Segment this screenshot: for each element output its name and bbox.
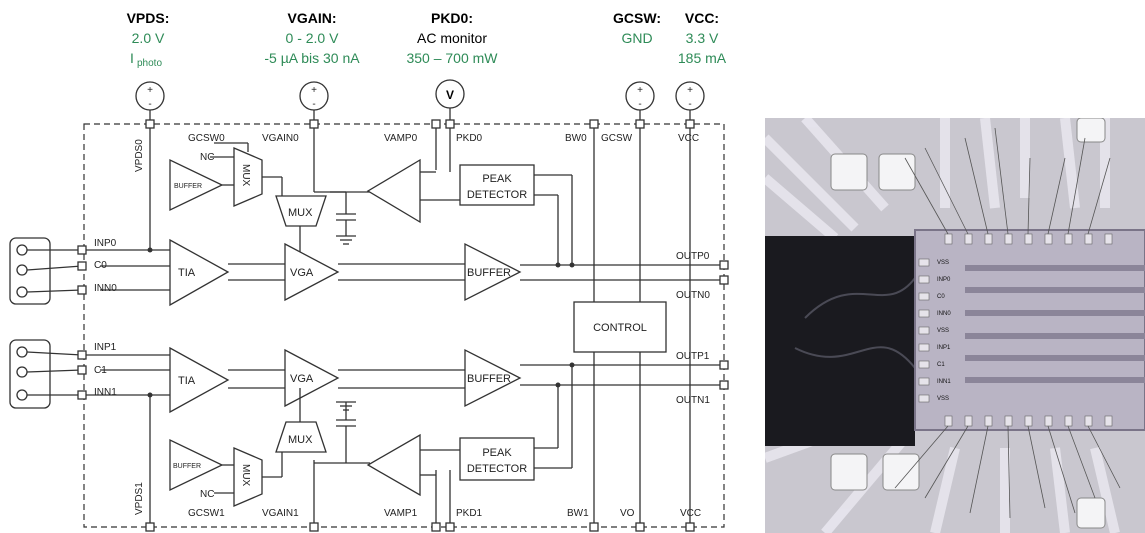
svg-text:-: - xyxy=(312,99,315,110)
pin-vo: VO xyxy=(620,508,635,519)
amp-vamp0 xyxy=(368,160,420,222)
vpds-current-subscript: photo xyxy=(137,58,162,69)
pin-pkd0: PKD0 xyxy=(456,133,483,144)
vcc-current: 185 mA xyxy=(678,50,727,66)
svg-text:+: + xyxy=(147,85,153,96)
pkd0-label: PKD0: xyxy=(431,10,473,26)
photodiode-connector-1 xyxy=(10,340,86,408)
pin-inn0: INN0 xyxy=(94,283,117,294)
chip-label-inp1: INP1 xyxy=(937,345,951,351)
pin-vgain1: VGAIN1 xyxy=(262,508,299,519)
pin-bw1: BW1 xyxy=(567,508,589,519)
pkd0-power: 350 – 700 mW xyxy=(406,50,498,66)
pin-vgain0: VGAIN0 xyxy=(262,133,299,144)
header-vcc: VCC: 3.3 V 185 mA xyxy=(678,10,727,66)
chip-label-inn0: INN0 xyxy=(937,311,951,317)
svg-text:-: - xyxy=(148,99,151,110)
svg-text:+: + xyxy=(687,85,693,96)
pin-vpds1: VPDS1 xyxy=(134,482,145,515)
svg-text:+: + xyxy=(311,85,317,96)
chip-label-inp0: INP0 xyxy=(937,277,951,283)
svg-text:VGA: VGA xyxy=(290,373,314,385)
chip-micrograph: VSS INP0 C0 INN0 VSS INP1 C1 INN1 VSS xyxy=(765,118,1145,533)
voltmeter-icon: V xyxy=(436,80,464,120)
svg-text:MUX: MUX xyxy=(240,464,251,487)
pin-gcsw1: GCSW1 xyxy=(188,508,225,519)
vpds-source-icon: + - xyxy=(136,82,164,120)
svg-text:MUX: MUX xyxy=(288,434,313,446)
chip-label-inn1: INN1 xyxy=(937,379,951,385)
svg-text:-: - xyxy=(688,99,691,110)
svg-text:DETECTOR: DETECTOR xyxy=(467,189,527,201)
svg-text:PEAK: PEAK xyxy=(482,173,512,185)
gcsw-value: GND xyxy=(621,30,652,46)
pin-outp0: OUTP0 xyxy=(676,251,710,262)
svg-text:BUFFER: BUFFER xyxy=(467,267,511,279)
pin-vamp1: VAMP1 xyxy=(384,508,418,519)
svg-text:VGA: VGA xyxy=(290,267,314,279)
svg-text:MUX: MUX xyxy=(288,207,313,219)
chip-label-c1: C1 xyxy=(937,362,945,368)
vpds-label: VPDS: xyxy=(127,10,170,26)
chip-label-vss-2: VSS xyxy=(937,396,949,402)
header-vgain: VGAIN: 0 - 2.0 V -5 µA bis 30 nA xyxy=(264,10,360,66)
pin-pkd1: PKD1 xyxy=(456,508,483,519)
svg-text:DETECTOR: DETECTOR xyxy=(467,463,527,475)
photodiode-connector-0 xyxy=(10,238,86,304)
pin-vamp0: VAMP0 xyxy=(384,133,418,144)
vgain-value: 0 - 2.0 V xyxy=(286,30,340,46)
svg-text:BUFFER: BUFFER xyxy=(174,183,202,190)
pin-outp1: OUTP1 xyxy=(676,351,710,362)
chip-label-c0: C0 xyxy=(937,294,945,300)
pin-c1: C1 xyxy=(94,365,107,376)
pkd0-value: AC monitor xyxy=(417,30,487,46)
block-diagram: VPDS: 2.0 V I photo VGAIN: 0 - 2.0 V -5 … xyxy=(0,0,750,533)
svg-text:BUFFER: BUFFER xyxy=(173,463,201,470)
svg-text:+: + xyxy=(637,85,643,96)
gcsw-label: GCSW: xyxy=(613,10,661,26)
pin-outn1: OUTN1 xyxy=(676,395,710,406)
vgain-current: -5 µA bis 30 nA xyxy=(264,50,360,66)
vgain-source-icon: + - xyxy=(300,82,328,120)
amp-vamp1 xyxy=(368,435,420,495)
header-gcsw: GCSW: GND xyxy=(613,10,661,46)
chip-label-vss-0: VSS xyxy=(937,260,949,266)
svg-text:V: V xyxy=(446,88,454,102)
svg-text:CONTROL: CONTROL xyxy=(593,322,647,334)
svg-text:TIA: TIA xyxy=(178,375,196,387)
header-vpds: VPDS: 2.0 V I photo xyxy=(127,10,170,69)
vgain-label: VGAIN: xyxy=(288,10,337,26)
pin-inn1: INN1 xyxy=(94,387,117,398)
gcsw-source-icon: + - xyxy=(626,82,654,120)
vcc-source-icon: + - xyxy=(676,82,704,120)
svg-text:MUX: MUX xyxy=(240,164,251,187)
chip-label-vss-1: VSS xyxy=(937,328,949,334)
pin-inp1: INP1 xyxy=(94,342,117,353)
pin-gcsw: GCSW xyxy=(601,133,633,144)
vcc-label: VCC: xyxy=(685,10,719,26)
svg-text:-: - xyxy=(638,99,641,110)
pin-bw0: BW0 xyxy=(565,133,587,144)
svg-text:TIA: TIA xyxy=(178,267,196,279)
pin-outn0: OUTN0 xyxy=(676,290,710,301)
pin-vcc-top: VCC xyxy=(678,133,699,144)
pin-inp0: INP0 xyxy=(94,238,117,249)
pin-vpds0: VPDS0 xyxy=(134,139,145,172)
vpds-value: 2.0 V xyxy=(132,30,165,46)
pin-nc-bot: NC xyxy=(200,489,214,500)
header-pkd0: PKD0: AC monitor 350 – 700 mW xyxy=(406,10,498,66)
svg-text:PEAK: PEAK xyxy=(482,447,512,459)
svg-text:BUFFER: BUFFER xyxy=(467,373,511,385)
vpds-current-symbol: I xyxy=(130,50,134,66)
pin-c0: C0 xyxy=(94,260,107,271)
vcc-value: 3.3 V xyxy=(686,30,719,46)
